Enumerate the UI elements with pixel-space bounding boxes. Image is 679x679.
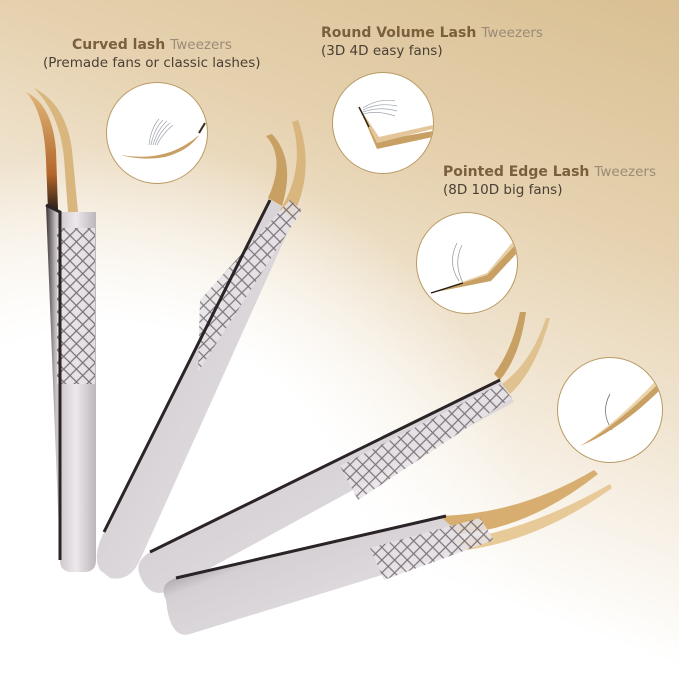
pointed-edge-type: Tweezers bbox=[594, 164, 657, 180]
round-volume-type: Tweezers bbox=[481, 25, 543, 41]
straight-tip-closeup bbox=[557, 357, 663, 463]
curved-lash-title: Curved lash bbox=[72, 37, 166, 53]
round-volume-tip-closeup bbox=[332, 72, 434, 174]
pointed-edge-description: (8D 10D big fans) bbox=[443, 182, 563, 198]
pointed-edge-title: Pointed Edge Lash bbox=[443, 164, 590, 180]
straight-tip-closeup-icon bbox=[580, 374, 662, 446]
pointed-edge-tip-closeup-icon bbox=[430, 237, 517, 294]
angled-volume-tweezer bbox=[96, 120, 306, 579]
curved-tweezer bbox=[26, 88, 96, 572]
curved-lash-description: (Premade fans or classic lashes) bbox=[43, 55, 261, 71]
round-volume-tip-closeup-icon bbox=[358, 99, 433, 149]
curved-lash-type: Tweezers bbox=[170, 37, 232, 53]
round-volume-desc-wrap: (3D 4D easy fans) bbox=[321, 43, 443, 59]
pointed-edge-tip-closeup bbox=[416, 212, 518, 314]
pointed-edge-desc-wrap: (8D 10D big fans) bbox=[443, 182, 562, 198]
round-volume-description: (3D 4D easy fans) bbox=[321, 43, 443, 59]
curved-tip-closeup-icon bbox=[121, 118, 206, 159]
curved-tip-tweezer bbox=[163, 470, 612, 635]
curved-lash-desc-wrap: (Premade fans or classic lashes) bbox=[43, 55, 261, 71]
round-volume-title: Round Volume Lash bbox=[321, 25, 477, 41]
pointed-edge-tweezer bbox=[138, 312, 550, 593]
curved-tip-closeup bbox=[106, 82, 208, 184]
